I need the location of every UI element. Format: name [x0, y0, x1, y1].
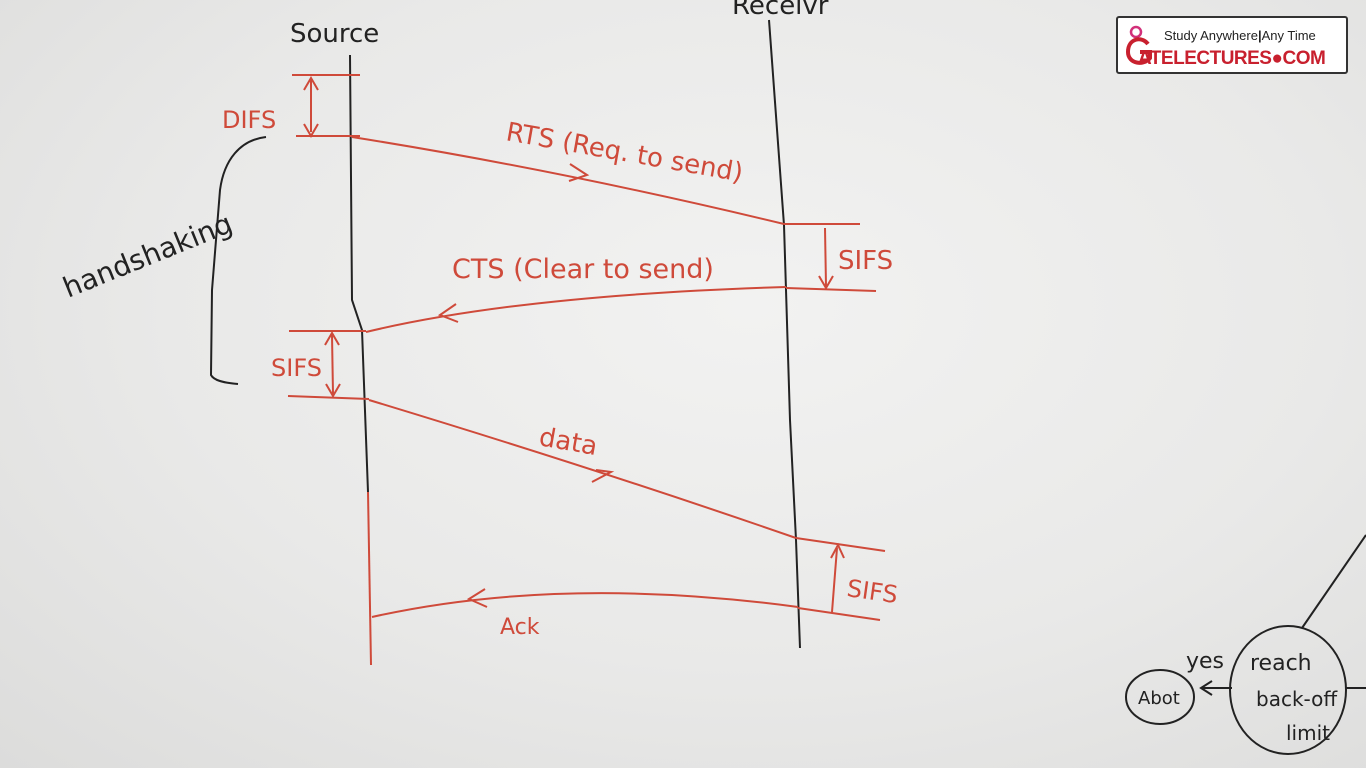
sifs-1-arrow: [824, 227, 827, 287]
sifs-3-arrow: [831, 547, 838, 613]
data-label: data: [537, 422, 600, 462]
abort-node: [1125, 669, 1195, 725]
gatelectures-g-logo-icon: [1125, 25, 1152, 65]
sifs-3-bottom-tick: [797, 607, 881, 621]
logo-brand: ATELECTURES●COM: [1138, 48, 1326, 69]
difs-arrowhead-down: [303, 123, 319, 138]
receiver-timeline: [768, 19, 801, 649]
difs-label: DIFS: [222, 106, 276, 134]
ack-label: Ack: [500, 615, 540, 640]
sifs-2-arrowhead-down: [325, 383, 341, 398]
rts-arrowhead: [568, 163, 590, 182]
source-timeline: [349, 54, 369, 493]
sifs-1-arrowhead: [818, 275, 834, 290]
sifs-2-bottom-tick: [287, 395, 370, 400]
difs-arrowhead-up: [303, 76, 319, 91]
reach-label-line1: reach: [1250, 651, 1312, 676]
cts-arrow-line: [365, 286, 787, 333]
sifs-2-arrowhead-up: [324, 331, 340, 346]
source-timeline-lower: [367, 491, 372, 666]
receiver-label: Receivr: [732, 0, 829, 21]
sifs-3-arrowhead: [830, 542, 845, 559]
handshaking-brace: [209, 136, 267, 385]
data-arrowhead: [591, 469, 615, 483]
sifs-1-label: SIFS: [838, 246, 893, 276]
data-arrow-line: [368, 399, 797, 539]
logo-tagline: Study Anywhere|Any Time: [1164, 28, 1316, 43]
handshaking-label: handshaking: [58, 207, 237, 305]
sifs-2-arrow: [331, 334, 334, 395]
abort-label: Abot: [1138, 688, 1180, 709]
sifs-1-bottom-tick: [785, 287, 877, 292]
sifs-3-top-tick: [795, 537, 886, 552]
source-label: Source: [290, 19, 379, 49]
yes-label: yes: [1186, 649, 1224, 674]
flow-connector-line: [1301, 534, 1366, 629]
yes-arrowhead: [1199, 680, 1213, 696]
cts-arrowhead: [437, 303, 459, 323]
reach-label-line2: back-off: [1256, 687, 1338, 711]
ack-arrow-line: [371, 592, 799, 618]
sifs-3-label: SIFS: [845, 574, 899, 609]
ack-arrowhead: [466, 588, 488, 608]
rts-label: RTS (Req. to send): [504, 117, 746, 188]
reach-label-line3: limit: [1286, 721, 1330, 745]
sifs-2-label: SIFS: [271, 354, 322, 382]
reach-backoff-limit-node: [1229, 625, 1347, 755]
cts-label: CTS (Clear to send): [452, 254, 714, 285]
gatelectures-logo: Study Anywhere|Any Time ATELECTURES●COM: [1116, 16, 1348, 74]
rts-arrow-line: [351, 136, 785, 225]
